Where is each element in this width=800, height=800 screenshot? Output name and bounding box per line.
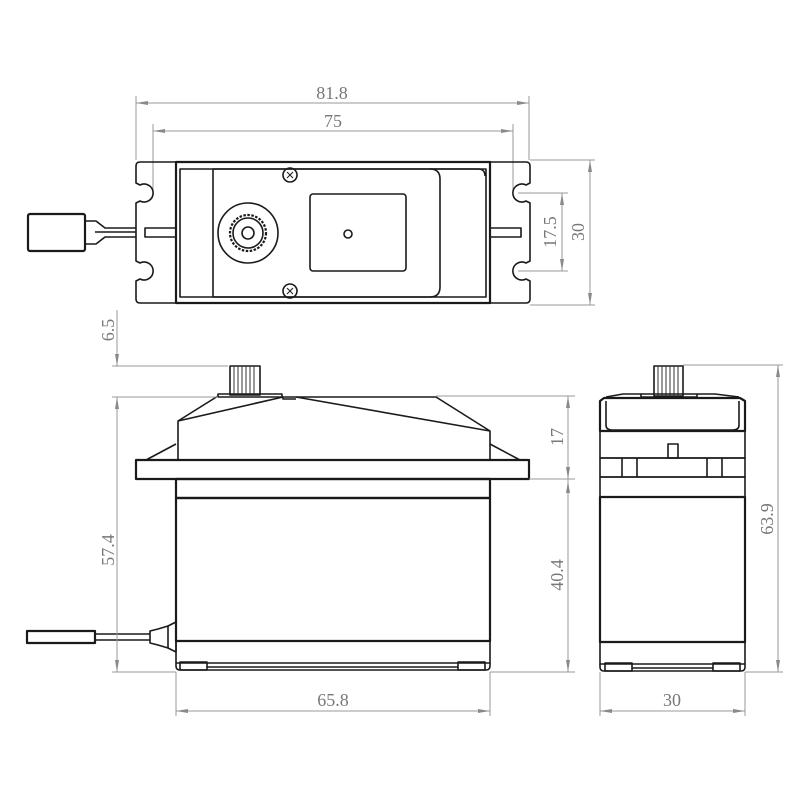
dim-label-40-4: 40.4	[547, 559, 567, 591]
dim-end-width: 30	[599, 672, 746, 716]
dim-label-81-8: 81.8	[316, 83, 348, 103]
dim-label-65-8: 65.8	[317, 690, 349, 710]
dim-label-57-4: 57.4	[98, 534, 118, 566]
output-spline	[217, 202, 279, 264]
side-spline	[217, 365, 283, 398]
mount-flange	[135, 161, 177, 304]
dim-spline-height: 6.5	[98, 310, 228, 398]
dim-body-length: 65.8	[175, 672, 491, 716]
dim-label-63-9: 63.9	[757, 503, 777, 535]
dim-label-30-top: 30	[568, 223, 588, 241]
top-view: 81.8 75	[26, 83, 595, 306]
case-top	[174, 160, 492, 305]
dim-lower-body-height: 40.4	[490, 479, 575, 673]
dim-label-30-end: 30	[663, 690, 681, 710]
dim-overall-length: 81.8	[135, 83, 530, 160]
connector-top-view	[26, 212, 136, 253]
dim-vertical-hole-spacing: 17.5	[518, 192, 568, 272]
dim-top-width: 30	[530, 159, 595, 306]
dim-label-17: 17	[547, 428, 567, 446]
screw-top	[282, 167, 298, 183]
dim-label-75: 75	[324, 111, 342, 131]
end-view: 63.9 30	[598, 364, 783, 716]
dim-label-6-5: 6.5	[98, 319, 118, 342]
label-plate	[309, 193, 407, 272]
cable-connector-side	[25, 621, 177, 653]
side-flange	[134, 458, 531, 481]
side-lower-body	[174, 496, 492, 643]
screw-bottom	[282, 283, 298, 299]
dim-height-below-spline: 57.4	[98, 397, 176, 673]
dim-hole-spacing: 75	[152, 111, 514, 190]
dim-label-17-5: 17.5	[540, 216, 560, 248]
side-view: 6.5 57.4 17 40.4	[25, 310, 575, 716]
dim-upper-height: 17	[436, 395, 575, 480]
dim-overall-height: 63.9	[683, 364, 783, 673]
